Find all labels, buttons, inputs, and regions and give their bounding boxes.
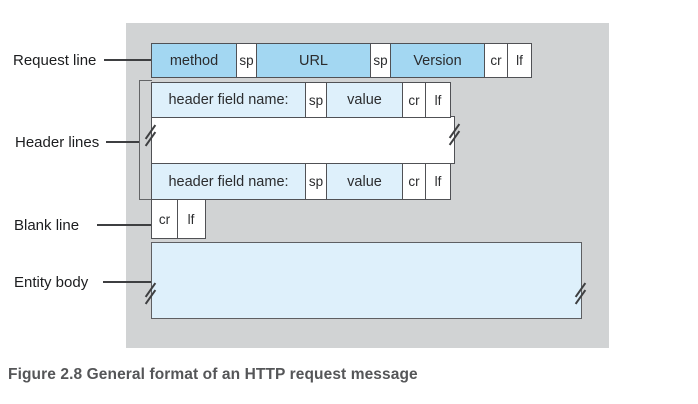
lf-box: lf (507, 43, 532, 78)
blank-line-row: cr lf (151, 199, 206, 239)
header-field-name-box: header field name: (151, 163, 306, 200)
header-lines-bracket (139, 80, 152, 200)
connector-blank-line (97, 224, 151, 226)
label-request-line: Request line (13, 52, 97, 69)
label-blank-line: Blank line (14, 217, 80, 234)
lf-box: lf (425, 82, 451, 118)
method-box: method (151, 43, 237, 78)
figure-caption: Figure 2.8 General format of an HTTP req… (8, 366, 418, 383)
sp-box: sp (369, 43, 392, 78)
cr-box: cr (401, 163, 427, 200)
version-box: Version (390, 43, 485, 78)
break-mark (142, 282, 160, 306)
connector-request-line (104, 59, 151, 61)
break-mark (446, 123, 464, 147)
lf-box: lf (176, 199, 206, 239)
label-header-lines: Header lines (15, 134, 100, 151)
connector-header-lines (106, 141, 139, 143)
request-line-row: method sp URL sp Version cr lf (151, 43, 532, 78)
value-box: value (326, 163, 403, 200)
sp-box: sp (304, 163, 328, 200)
header-lines-continuation-box (151, 116, 455, 164)
cr-box: cr (401, 82, 427, 118)
header-line-row-2: header field name: sp value cr lf (151, 163, 451, 200)
label-entity-body: Entity body (14, 274, 89, 291)
value-box: value (326, 82, 403, 118)
header-line-row-1: header field name: sp value cr lf (151, 82, 451, 118)
break-mark (142, 124, 160, 148)
break-mark (572, 282, 590, 306)
connector-entity-body (103, 281, 151, 283)
sp-box: sp (235, 43, 258, 78)
cr-box: cr (483, 43, 509, 78)
lf-box: lf (425, 163, 451, 200)
sp-box: sp (304, 82, 328, 118)
url-box: URL (256, 43, 371, 78)
header-field-name-box: header field name: (151, 82, 306, 118)
cr-box: cr (151, 199, 178, 239)
entity-body-box (151, 242, 582, 319)
